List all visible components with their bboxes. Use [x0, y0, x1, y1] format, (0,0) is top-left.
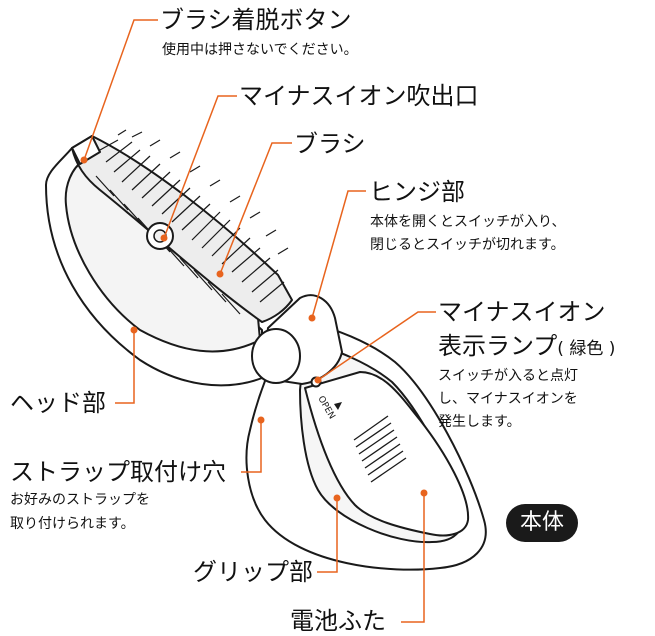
leader-brush-release: [83, 19, 158, 161]
battery-cover-grip-lines: [353, 415, 407, 483]
hinge-end: [251, 328, 301, 384]
ion-lamp-title-color: ( 緑色 ): [557, 339, 616, 359]
hinge-note-2: 閉じるとスイッチが切れます。: [370, 237, 565, 253]
battery-cover-title: 電池ふた: [290, 607, 386, 635]
hinge-note-1: 本体を開くとスイッチが入り、: [370, 214, 566, 230]
head-title: ヘッド部: [10, 389, 106, 417]
leader-ion-outlet: [163, 95, 237, 239]
leader-brush: [219, 142, 292, 275]
hinge-title: ヒンジ部: [369, 178, 465, 206]
brush-base: [71, 135, 293, 323]
ion-lamp-note-1: スイッチが入ると点灯: [438, 368, 578, 384]
strap-hole-note-2: 取り付けられます。: [10, 516, 135, 532]
device-illustration: [45, 129, 487, 571]
strap-hole-title: ストラップ取付け穴: [10, 458, 226, 486]
leader-hinge: [311, 190, 366, 319]
main-unit-badge: 本体: [506, 504, 578, 542]
brush-release-note: 使用中は押さないでください。: [162, 42, 358, 58]
leader-grip: [317, 498, 338, 573]
ion-lamp-note-3: 発生します。: [438, 414, 521, 430]
ion-lamp-title-1: マイナスイオン: [438, 298, 606, 326]
ion-lamp-title-main: 表示ランプ: [438, 332, 558, 360]
leader-strap-hole: [241, 420, 262, 473]
leader-ion-lamp: [317, 311, 436, 381]
grip-title: グリップ部: [193, 558, 313, 586]
ion-outlet-title: マイナスイオン吹出口: [239, 82, 479, 110]
open-arrow-icon: [334, 402, 342, 410]
ion-lamp-title-2: 表示ランプ( 緑色 ): [438, 332, 615, 361]
strap-hole-note-1: お好みのストラップを: [10, 492, 150, 508]
release-button: [71, 135, 101, 165]
brush-bristles: [95, 129, 289, 315]
brush-title: ブラシ: [294, 130, 366, 158]
brush-release-title: ブラシ着脱ボタン: [160, 6, 352, 34]
leader-lines: [83, 19, 436, 623]
ion-lamp-note-2: し、マイナスイオンを: [438, 391, 578, 407]
leader-dots: [80, 156, 428, 502]
leader-battery-cover: [401, 493, 425, 623]
leader-head: [115, 330, 135, 404]
